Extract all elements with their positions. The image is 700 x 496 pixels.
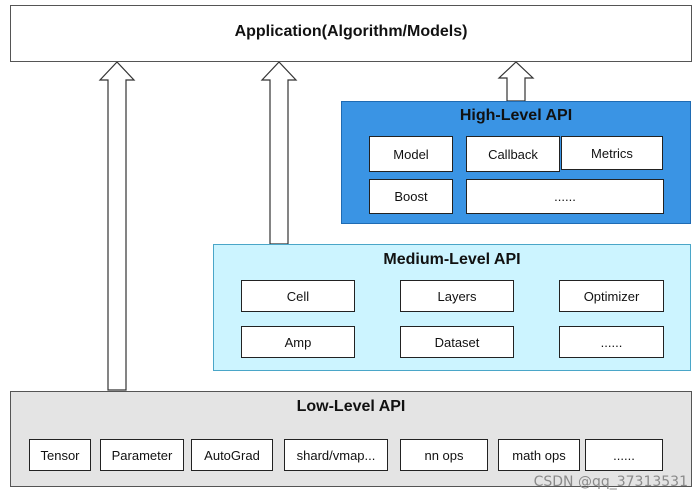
low-item-shard-vmap: shard/vmap... xyxy=(284,439,388,471)
medium-item-dataset: Dataset xyxy=(400,326,514,358)
medium-item-cell: Cell xyxy=(241,280,355,312)
high-item-boost: Boost xyxy=(369,179,453,214)
high-item-more: ...... xyxy=(466,179,664,214)
high-item-model: Model xyxy=(369,136,453,172)
medium-level-api-layer: Medium-Level API Cell Layers Optimizer A… xyxy=(213,244,691,371)
medium-level-api-title: Medium-Level API xyxy=(383,251,521,268)
medium-item-more: ...... xyxy=(559,326,664,358)
low-item-tensor: Tensor xyxy=(29,439,91,471)
medium-item-layers: Layers xyxy=(400,280,514,312)
medium-item-optimizer: Optimizer xyxy=(559,280,664,312)
low-item-nn-ops: nn ops xyxy=(400,439,488,471)
low-item-math-ops: math ops xyxy=(498,439,580,471)
medium-item-amp: Amp xyxy=(241,326,355,358)
arrow-high-to-application xyxy=(497,61,535,102)
high-item-callback: Callback xyxy=(466,136,560,172)
arrow-low-to-application xyxy=(98,61,136,391)
low-item-parameter: Parameter xyxy=(100,439,184,471)
low-item-more: ...... xyxy=(585,439,663,471)
low-level-api-layer: Low-Level API Tensor Parameter AutoGrad … xyxy=(10,391,692,487)
low-level-api-title: Low-Level API xyxy=(296,398,406,415)
low-item-autograd: AutoGrad xyxy=(191,439,273,471)
high-item-metrics: Metrics xyxy=(561,136,663,170)
watermark: CSDN @qq_37313531 xyxy=(533,474,688,490)
arrow-medium-to-application xyxy=(260,61,298,245)
high-level-api-layer: High-Level API Model Callback Metrics Bo… xyxy=(341,101,691,224)
high-level-api-title: High-Level API xyxy=(459,107,573,124)
application-title: Application(Algorithm/Models) xyxy=(234,23,468,40)
application-layer: Application(Algorithm/Models) xyxy=(10,5,692,62)
